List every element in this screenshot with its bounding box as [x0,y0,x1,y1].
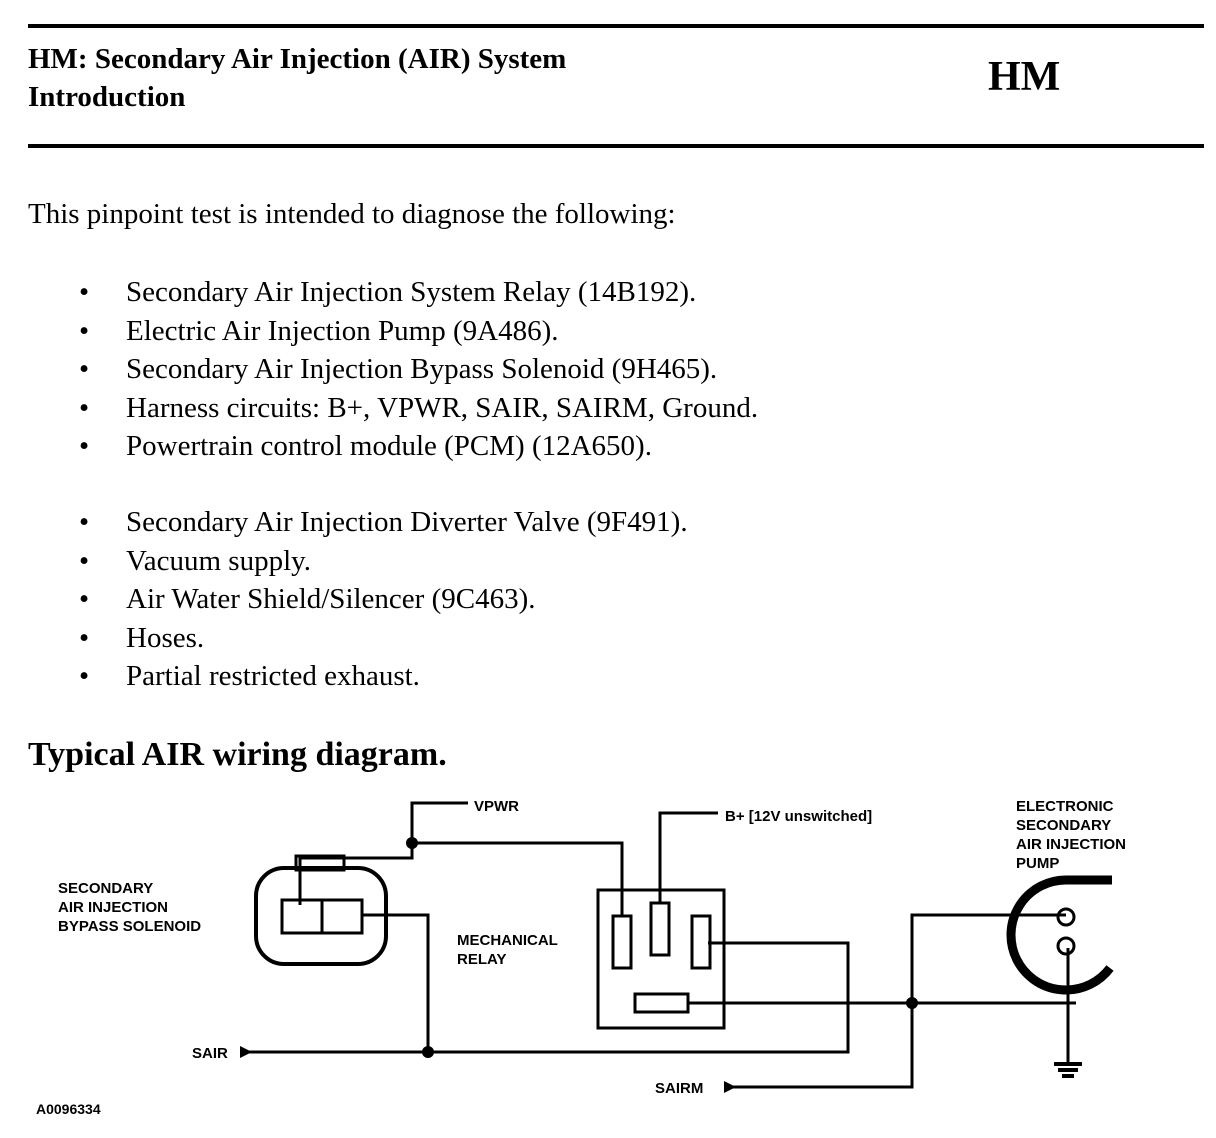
relay-terminal-2 [649,901,671,957]
diagram-heading: Typical AIR wiring diagram. [28,736,447,773]
solenoid-label-line-1: SECONDARY [58,880,153,897]
bullet-icon: • [79,430,90,462]
list-item-text: Air Water Shield/Silencer (9C463). [126,583,536,615]
component-list: • Secondary Air Injection System Relay (1… [0,273,758,466]
solenoid-tab [294,854,346,872]
sairm-arrow-icon [724,1081,736,1093]
vacuum-component-list: • Secondary Air Injection Diverter Valve … [0,503,688,696]
pump-terminal-bottom [1056,936,1076,956]
list-item-text: Powertrain control module (PCM) (12A650)… [126,430,652,462]
bullet-icon: • [79,544,90,577]
vpwr-to-solenoid-wire [298,843,414,905]
relay-terminal-4 [633,992,690,1014]
bullet-icon: • [79,276,90,308]
solenoid-terminal-left [280,898,324,935]
relay-body [596,888,726,1030]
pump-body [1006,875,1114,995]
list-item-text: Vacuum supply. [126,544,311,577]
relay-terminal-3 [690,914,712,970]
solenoid-output-wire [362,913,430,1052]
pump-terminal-top [1056,907,1076,927]
vpwr-label: VPWR [474,798,519,815]
sair-arrow-icon [240,1046,252,1058]
solenoid-body [254,866,388,966]
list-item: • Secondary Air Injection Diverter Valve … [0,503,688,542]
bplus-wire [658,811,718,903]
pump-label-line-3: AIR INJECTION [1016,836,1126,853]
list-item-text: Secondary Air Injection Diverter Valve (… [126,506,688,538]
bullet-icon: • [79,583,90,615]
sair-wire [245,941,850,1054]
list-item: • Partial restricted exhaust. [0,657,688,696]
list-item: • Harness circuits: B+, VPWR, SAIR, SAIRM… [0,389,758,428]
section-code: HM [988,54,1061,100]
top-rule [28,24,1204,28]
list-item-text: Partial restricted exhaust. [126,660,420,692]
relay-label-line-1: MECHANICAL [457,932,558,949]
ground-icon [1054,1062,1082,1078]
junction-dot [906,997,918,1009]
bullet-icon: • [79,660,90,692]
bullet-icon: • [79,621,90,654]
bottom-rule [28,144,1204,148]
bullet-icon: • [79,506,90,538]
page-title-line-2: Introduction [28,81,186,113]
list-item: • Vacuum supply. [0,542,688,581]
list-item: • Powertrain control module (PCM) (12A650… [0,427,758,466]
relay-label-line-2: RELAY [457,951,506,968]
bullet-icon: • [79,391,90,424]
list-item-text: Harness circuits: B+, VPWR, SAIR, SAIRM,… [126,391,759,424]
solenoid-label-line-3: BYPASS SOLENOID [58,918,201,935]
list-item: • Secondary Air Injection Bypass Solenoid… [0,350,758,389]
page-title-line-1: HM: Secondary Air Injection (AIR) System [28,43,567,75]
list-item: • Secondary Air Injection System Relay (1… [0,273,758,312]
pump-label-line-1: ELECTRONIC [1016,798,1114,815]
list-item: • Electric Air Injection Pump (9A486). [0,312,758,351]
list-item-text: Secondary Air Injection System Relay (14… [126,276,697,308]
solenoid-label-line-2: AIR INJECTION [58,899,168,916]
bullet-icon: • [79,353,90,385]
solenoid-terminal-right [320,898,364,935]
intro-text: This pinpoint test is intended to diagno… [28,198,676,230]
list-item-text: Hoses. [126,621,205,654]
list-item-text: Secondary Air Injection Bypass Solenoid … [126,353,718,385]
page-title: HM: Secondary Air Injection (AIR) System… [28,40,566,116]
sairm-label: SAIRM [655,1080,703,1097]
list-item: • Air Water Shield/Silencer (9C463). [0,580,688,619]
list-item: • Hoses. [0,619,688,658]
junction-dot [406,837,418,849]
list-item-text: Electric Air Injection Pump (9A486). [126,314,559,347]
sair-label: SAIR [192,1045,228,1062]
pump-label-line-2: SECONDARY [1016,817,1111,834]
pump-label-line-4: PUMP [1016,855,1059,872]
junction-dot [422,1046,434,1058]
bplus-label: B+ [12V unswitched] [725,808,872,825]
figure-id: A0096334 [36,1101,101,1117]
bullet-icon: • [79,314,90,347]
relay-terminal-1 [611,914,633,970]
vpwr-wire [410,801,624,916]
